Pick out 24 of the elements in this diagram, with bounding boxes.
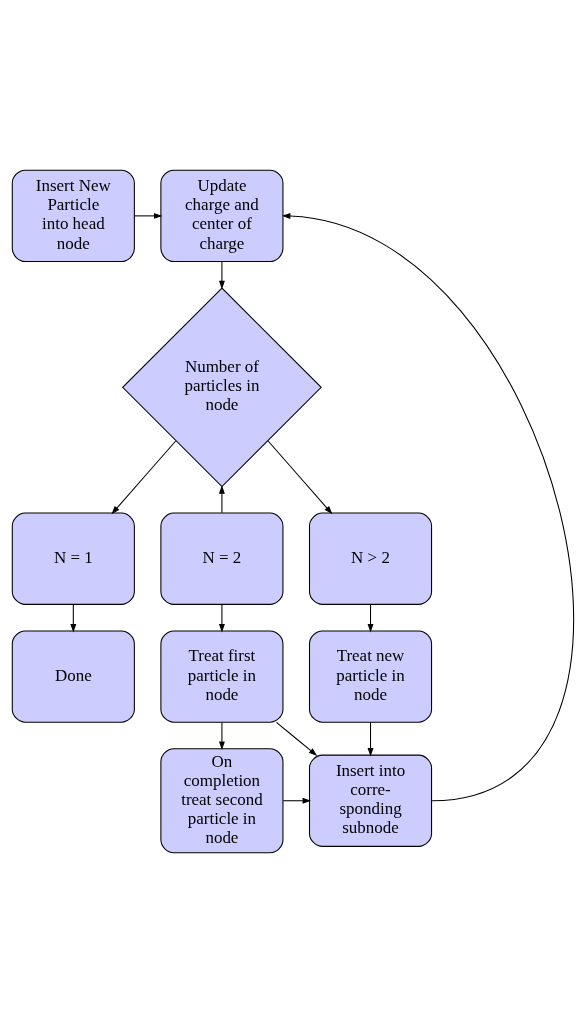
arrow xyxy=(282,797,312,804)
arrow xyxy=(367,721,374,757)
arrow xyxy=(70,604,77,633)
arrow xyxy=(218,485,225,514)
node-box: Treat first particle in node xyxy=(160,630,284,723)
arrow xyxy=(275,721,318,756)
node-box: Done xyxy=(11,630,135,723)
arrow xyxy=(134,212,163,219)
node-box: On completion treat second particle in node xyxy=(160,748,284,854)
node-box: Insert into corre- sponding subnode xyxy=(308,754,433,847)
arrow xyxy=(111,440,177,515)
node-box: N = 2 xyxy=(160,512,284,605)
arrow xyxy=(218,261,225,290)
arrow xyxy=(218,604,225,633)
node-box: Insert New Particle into head node xyxy=(11,169,135,263)
arrow xyxy=(281,213,573,802)
arrow xyxy=(367,604,374,633)
node-diamond: Number of particles in node xyxy=(121,287,322,488)
arrow xyxy=(218,721,225,750)
node-box: Update charge and center of charge xyxy=(160,169,284,263)
arrow xyxy=(267,440,333,515)
node-box: N > 2 xyxy=(308,512,433,605)
node-box: N = 1 xyxy=(11,512,135,605)
node-box: Treat new particle in node xyxy=(308,630,433,723)
